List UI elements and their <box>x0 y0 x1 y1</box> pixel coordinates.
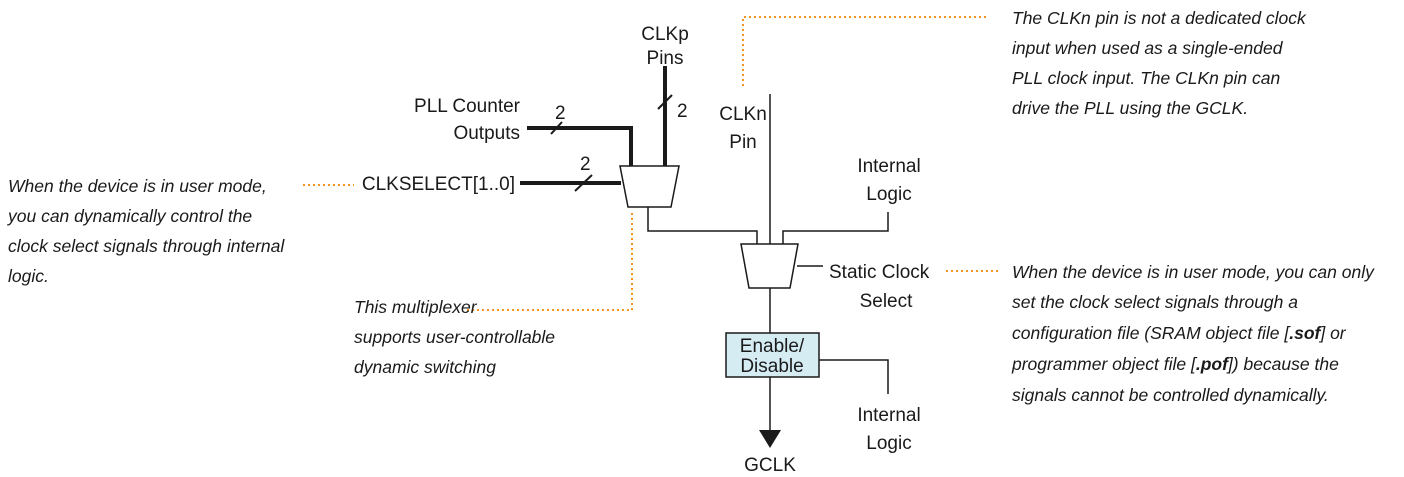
clkn-note-line-3: PLL clock input. The CLKn pin can <box>1012 68 1280 88</box>
clkselect-label: CLKSELECT[1..0] <box>362 174 515 195</box>
clkn-pin-label-2: Pin <box>729 132 756 153</box>
static-note-line-4-end: ]) because the <box>1226 354 1339 374</box>
user-mode-note-line-3: clock select signals through internal <box>8 236 285 256</box>
thin-wires <box>647 94 889 430</box>
mux-note-line-1: This multiplexer <box>354 297 478 317</box>
pll-bus-slash <box>550 121 563 135</box>
static-note-line-3: configuration file (SRAM object file [.s… <box>1012 323 1347 343</box>
clkp-bus-width: 2 <box>677 101 688 122</box>
static-note-line-1: When the device is in user mode, you can… <box>1012 262 1375 282</box>
pll-bus-width: 2 <box>555 103 566 124</box>
static-note-line-3-end: ] or <box>1318 323 1346 343</box>
mux-note-leader <box>467 212 633 311</box>
dynamic-clock-multiplexer <box>619 165 680 208</box>
clkn-note: The CLKn pin is not a dedicated clock in… <box>1012 8 1307 118</box>
gclk-arrow <box>759 430 781 448</box>
user-mode-dynamic-note: When the device is in user mode, you can… <box>7 176 285 286</box>
clkselect-bus-slash <box>574 174 593 192</box>
sof-extension: .sof <box>1289 323 1322 343</box>
static-note-line-4: programmer object file [.pof]) because t… <box>1011 354 1339 374</box>
mux-note-line-2: supports user-controllable <box>354 327 555 347</box>
static-note-line-5: signals cannot be controlled dynamically… <box>1012 385 1329 405</box>
mux1-to-mux2-wire <box>647 207 758 244</box>
clkp-pins-label: CLKp <box>641 24 689 45</box>
clkp-bus-slash <box>657 94 673 110</box>
internal-logic-top-label: Internal <box>857 156 920 177</box>
mux-note-line-3: dynamic switching <box>354 357 496 377</box>
leader-lines <box>303 16 998 311</box>
clkn-note-line-2: input when used as a single-ended <box>1012 38 1284 58</box>
clkp-pins-label-2: Pins <box>647 48 684 69</box>
static-clock-select-label: Static Clock <box>829 262 930 283</box>
pll-counter-bus <box>527 126 633 168</box>
internal-logic-bottom-label: Internal <box>857 405 920 426</box>
user-mode-note-line-2: you can dynamically control the <box>7 206 252 226</box>
static-clock-select-label-2: Select <box>860 291 914 312</box>
bus-slashes <box>550 94 673 192</box>
user-mode-note-line-4: logic. <box>8 266 49 286</box>
enable-disable-label-2: Disable <box>740 356 803 377</box>
internal-logic-top-wire <box>782 212 889 244</box>
annotation-notes: The CLKn pin is not a dedicated clock in… <box>7 8 1375 405</box>
static-note-line-3-start: configuration file (SRAM object file [ <box>1012 323 1291 343</box>
bus-wires <box>520 66 667 185</box>
pll-counter-label: PLL Counter <box>414 96 521 117</box>
internal-logic-top-label-2: Logic <box>866 184 911 205</box>
clkselect-bus-width: 2 <box>580 154 591 175</box>
enable-disable-block <box>725 332 820 378</box>
clkn-pin-label: CLKn <box>719 104 767 125</box>
gclk-label: GCLK <box>744 455 796 476</box>
user-mode-note-line-1: When the device is in user mode, <box>8 176 267 196</box>
clkn-note-leader <box>742 16 988 86</box>
clkn-note-line-4: drive the PLL using the GCLK. <box>1012 98 1248 118</box>
static-note-line-4-start: programmer object file [ <box>1011 354 1198 374</box>
static-note-line-2: set the clock select signals through a <box>1012 292 1298 312</box>
mux-note: This multiplexer supports user-controlla… <box>354 297 555 377</box>
pof-extension: .pof <box>1196 354 1230 374</box>
enable-disable-label: Enable/ <box>740 336 805 357</box>
internal-logic-bottom-label-2: Logic <box>866 433 911 454</box>
enable-to-internal-logic-wire <box>819 359 889 394</box>
diagram-labels: CLKp Pins 2 PLL Counter Outputs 2 CLKSEL… <box>362 24 930 476</box>
clkn-note-line-1: The CLKn pin is not a dedicated clock <box>1012 8 1307 28</box>
pll-counter-label-2: Outputs <box>453 123 520 144</box>
static-clock-multiplexer <box>740 243 799 289</box>
static-note: When the device is in user mode, you can… <box>1011 262 1375 405</box>
